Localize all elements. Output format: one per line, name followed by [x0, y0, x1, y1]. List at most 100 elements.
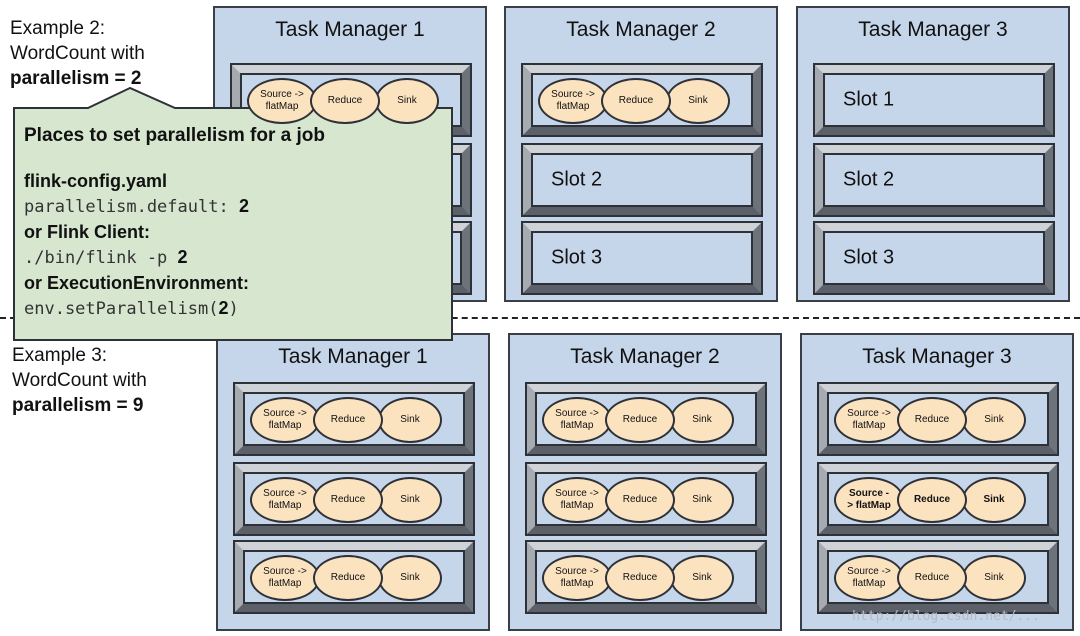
task-manager: Task Manager 2 Source -> flatMap Reduce Sin… [504, 6, 778, 302]
task-manager-title: Task Manager 2 [566, 18, 716, 41]
reduce-operator: Reduce [313, 397, 383, 443]
operator-label: Sink [400, 494, 420, 505]
operator-label: Reduce [330, 494, 366, 505]
source-flatmap-operator: Source -> flatMap [542, 397, 612, 443]
task-slot: Slot 1 [813, 63, 1055, 137]
slot-label: Slot 3 [551, 246, 603, 269]
reduce-operator: Reduce [605, 477, 675, 523]
reduce-operator: Reduce [897, 397, 967, 443]
slot-area: Source -> flatMap Reduce Sink [243, 550, 465, 604]
sink-operator: Sink [670, 555, 734, 601]
task-slot: Slot 3 [521, 221, 763, 295]
example2-line1: Example 2: [10, 18, 106, 39]
task-slot: Source - > flatMap Reduce Sink [817, 462, 1059, 536]
reduce-operator: Reduce [897, 555, 967, 601]
operator-label: Source -> flatMap [551, 89, 595, 112]
operator-label: Reduce [330, 414, 366, 425]
source-flatmap-operator: Source -> flatMap [538, 78, 608, 124]
sink-operator: Sink [670, 477, 734, 523]
task-manager-title: Task Manager 3 [862, 345, 1012, 368]
operator-label: Source -> flatMap [555, 566, 599, 589]
slot-label: Slot 2 [551, 168, 603, 191]
slot-label: Slot 1 [843, 88, 895, 111]
watermark: http://blog.csdn.net/... [852, 609, 1040, 624]
operator-label: Sink [400, 414, 420, 425]
task-manager-title: Task Manager 3 [858, 18, 1008, 41]
slot-area: Source -> flatMap Reduce Sink [531, 73, 753, 127]
client-label: or Flink Client: [24, 222, 150, 242]
example2-label: Example 2: WordCount with parallelism = … [10, 16, 145, 91]
reduce-operator: Reduce [601, 78, 671, 124]
example2-line2: WordCount with [10, 43, 145, 64]
env-code-line: env.setParallelism(2) [24, 298, 239, 319]
reduce-operator: Reduce [897, 477, 967, 523]
slot-label: Slot 3 [843, 246, 895, 269]
operator-label: Source -> flatMap [263, 566, 307, 589]
slot-area: Source -> flatMap Reduce Sink [240, 73, 462, 127]
operator-label: Reduce [914, 414, 950, 425]
operator-label: Reduce [622, 494, 658, 505]
operator-label: Reduce [327, 95, 363, 106]
sink-operator: Sink [962, 397, 1026, 443]
config-code-line: parallelism.default: 2 [24, 196, 249, 217]
slot-area: Slot 2 [823, 153, 1045, 207]
source-flatmap-operator: Source - > flatMap [834, 477, 904, 523]
operator-label: Source -> flatMap [263, 408, 307, 431]
operator-label: Reduce [622, 414, 658, 425]
task-slot: Slot 3 [813, 221, 1055, 295]
operator-label: Source -> flatMap [555, 488, 599, 511]
operator-label: Sink [400, 572, 420, 583]
operator-label: Sink [983, 494, 1005, 505]
slot-area: Source -> flatMap Reduce Sink [243, 472, 465, 526]
task-slot: Source -> flatMap Reduce Sink [521, 63, 763, 137]
operator-label: Sink [692, 572, 712, 583]
example-divider [0, 317, 1080, 319]
config-file-label: flink-config.yaml [24, 171, 168, 191]
operator-label: Sink [692, 494, 712, 505]
task-slot: Slot 2 [521, 143, 763, 217]
operator-label: Reduce [914, 572, 950, 583]
sink-operator: Sink [962, 477, 1026, 523]
slot-area: Source -> flatMap Reduce Sink [535, 472, 757, 526]
sink-operator: Sink [666, 78, 730, 124]
source-flatmap-operator: Source -> flatMap [250, 477, 320, 523]
reduce-operator: Reduce [313, 555, 383, 601]
slot-area: Source -> flatMap Reduce Sink [535, 550, 757, 604]
reduce-operator: Reduce [310, 78, 380, 124]
task-slot: Source -> flatMap Reduce Sink [233, 462, 475, 536]
task-slot: Source -> flatMap Reduce Sink [525, 382, 767, 456]
sink-operator: Sink [670, 397, 734, 443]
operator-label: Reduce [622, 572, 658, 583]
operator-label: Sink [688, 95, 708, 106]
operator-label: Sink [692, 414, 712, 425]
slot-area: Slot 3 [531, 231, 753, 285]
sink-operator: Sink [378, 477, 442, 523]
source-flatmap-operator: Source -> flatMap [250, 555, 320, 601]
callout-title: Places to set parallelism for a job [24, 125, 325, 146]
slot-area: Slot 1 [823, 73, 1045, 127]
sink-operator: Sink [375, 78, 439, 124]
slot-area: Slot 3 [823, 231, 1045, 285]
task-slot: Source -> flatMap Reduce Sink [233, 382, 475, 456]
example3-line1: Example 3: [12, 345, 108, 366]
task-manager: Task Manager 3 Slot 1 Slot 2 Slot 3 [796, 6, 1070, 302]
task-manager-title: Task Manager 1 [275, 18, 425, 41]
example2-line3: parallelism = 2 [10, 68, 142, 89]
task-manager-title: Task Manager 1 [278, 345, 428, 368]
operator-label: Sink [984, 572, 1004, 583]
operator-label: Source -> flatMap [260, 89, 304, 112]
example3-label: Example 3: WordCount with parallelism = … [12, 343, 147, 418]
reduce-operator: Reduce [313, 477, 383, 523]
reduce-operator: Reduce [605, 555, 675, 601]
slot-label: Slot 2 [843, 168, 895, 191]
operator-label: Source -> flatMap [555, 408, 599, 431]
source-flatmap-operator: Source -> flatMap [542, 477, 612, 523]
task-slot: Source -> flatMap Reduce Sink [525, 540, 767, 614]
operator-label: Source - > flatMap [847, 488, 891, 511]
